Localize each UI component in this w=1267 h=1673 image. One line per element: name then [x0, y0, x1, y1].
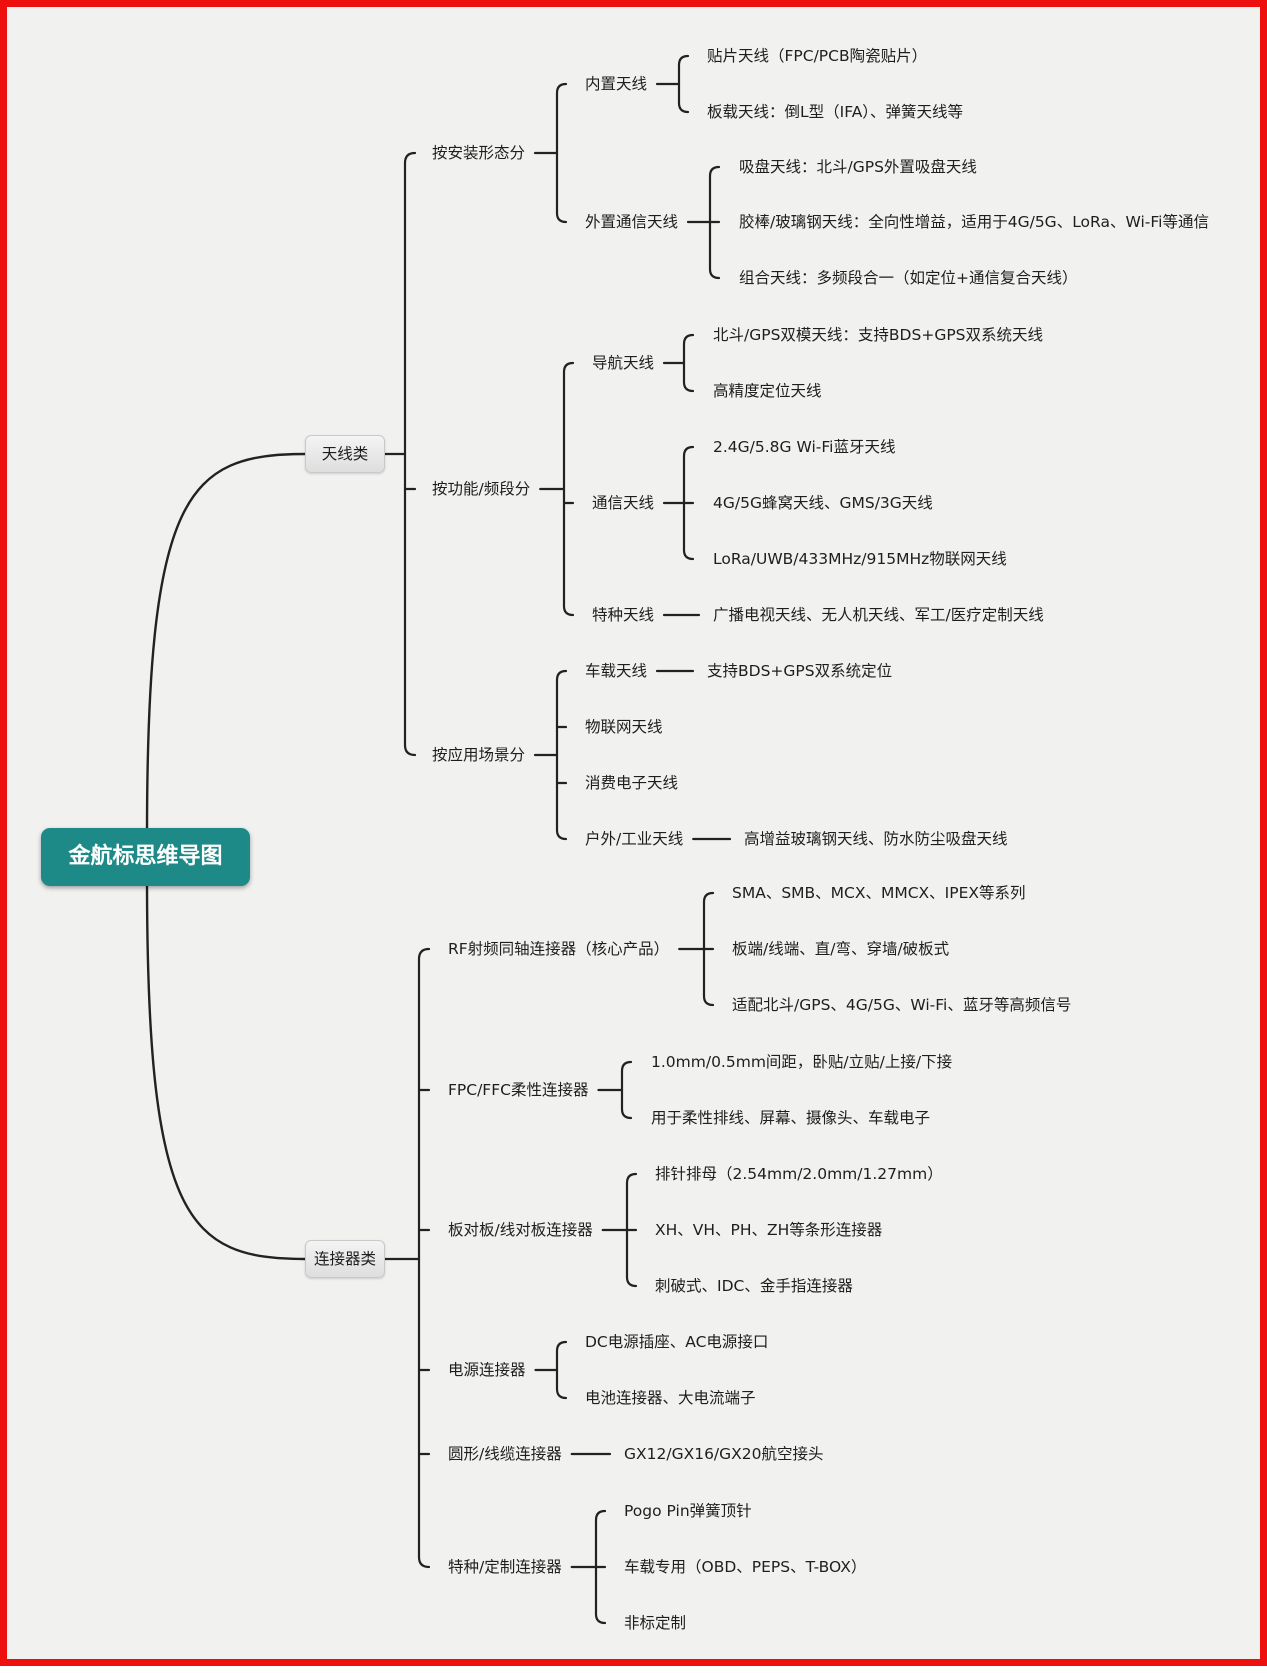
item-1-2-1[interactable]: XH、VH、PH、ZH等条形连接器: [655, 1221, 883, 1239]
detail-0-1-0-1[interactable]: 高精度定位天线: [713, 382, 822, 400]
sub-0-1-0-bracket: [682, 333, 695, 393]
item-1-5-2[interactable]: 非标定制: [624, 1614, 687, 1632]
item-1-4-0[interactable]: GX12/GX16/GX20航空接头: [624, 1445, 824, 1463]
item-0-2-0[interactable]: 车载天线: [585, 662, 648, 680]
detail-0-0-1-1[interactable]: 胶棒/玻璃钢天线：全向性增益，适用于4G/5G、LoRa、Wi-Fi等通信: [739, 213, 1209, 231]
branch-trunk-1: [417, 947, 431, 1569]
item-0-0-0[interactable]: 内置天线: [585, 75, 648, 93]
item-0-1-0[interactable]: 导航天线: [592, 354, 655, 372]
mindmap-canvas: 金航标思维导图 天线类 按安装形态分 内置天线 贴片天线（FPC/PCB陶瓷贴片） 板载…: [7, 7, 1267, 1673]
cat-1-3-bracket: [555, 1340, 568, 1400]
detail-0-1-2-0[interactable]: 广播电视天线、无人机天线、军工/医疗定制天线: [713, 606, 1044, 624]
detail-0-0-0-1[interactable]: 板载天线：倒L型（IFA）、弹簧天线等: [707, 103, 964, 121]
connector-lines: [145, 54, 732, 1625]
detail-0-1-1-0[interactable]: 2.4G/5.8G Wi-Fi蓝牙天线: [713, 438, 896, 456]
root-link-0: [145, 452, 307, 837]
category-1-1[interactable]: FPC/FFC柔性连接器: [448, 1081, 589, 1099]
detail-0-0-1-2[interactable]: 组合天线：多频段合一（如定位+通信复合天线）: [739, 269, 1078, 287]
item-1-5-1[interactable]: 车载专用（OBD、PEPS、T-BOX）: [624, 1558, 867, 1576]
category-0-1[interactable]: 按功能/频段分: [432, 480, 531, 498]
item-1-1-0[interactable]: 1.0mm/0.5mm间距，卧贴/立贴/上接/下接: [651, 1053, 953, 1071]
item-1-2-0[interactable]: 排针排母（2.54mm/2.0mm/1.27mm）: [655, 1165, 943, 1183]
detail-0-1-0-0[interactable]: 北斗/GPS双模天线：支持BDS+GPS双系统天线: [713, 326, 1044, 344]
item-1-1-1[interactable]: 用于柔性排线、屏幕、摄像头、车载电子: [651, 1109, 931, 1127]
item-1-0-2[interactable]: 适配北斗/GPS、4G/5G、Wi-Fi、蓝牙等高频信号: [732, 996, 1072, 1014]
detail-0-2-3-0[interactable]: 高增益玻璃钢天线、防水防尘吸盘天线: [744, 830, 1008, 848]
cat-0-1-bracket: [562, 361, 575, 617]
category-0-0[interactable]: 按安装形态分: [432, 144, 526, 162]
item-0-0-1[interactable]: 外置通信天线: [585, 213, 679, 231]
detail-0-1-1-2[interactable]: LoRa/UWB/433MHz/915MHz物联网天线: [713, 550, 1007, 568]
item-1-0-1[interactable]: 板端/线端、直/弯、穿墙/破板式: [732, 940, 950, 958]
category-1-5[interactable]: 特种/定制连接器: [448, 1558, 562, 1576]
category-1-4[interactable]: 圆形/线缆连接器: [448, 1445, 562, 1463]
cat-1-1-bracket: [620, 1060, 633, 1120]
category-1-2[interactable]: 板对板/线对板连接器: [448, 1221, 593, 1239]
item-1-2-2[interactable]: 刺破式、IDC、金手指连接器: [655, 1277, 853, 1295]
cat-0-2-bracket: [555, 669, 568, 841]
item-0-1-2[interactable]: 特种天线: [592, 606, 655, 624]
item-1-5-0[interactable]: Pogo Pin弹簧顶针: [624, 1502, 752, 1520]
category-1-0[interactable]: RF射频同轴连接器（核心产品）: [448, 940, 670, 958]
item-1-3-0[interactable]: DC电源插座、AC电源接口: [585, 1333, 769, 1351]
item-0-2-1[interactable]: 物联网天线: [585, 718, 663, 736]
root-node[interactable]: 金航标思维导图: [41, 828, 250, 886]
detail-0-1-1-1[interactable]: 4G/5G蜂窝天线、GMS/3G天线: [713, 494, 933, 512]
detail-0-2-0-0[interactable]: 支持BDS+GPS双系统定位: [707, 662, 893, 680]
sub-0-0-0-bracket: [677, 54, 690, 114]
item-1-0-0[interactable]: SMA、SMB、MCX、MMCX、IPEX等系列: [732, 884, 1026, 902]
detail-0-0-0-0[interactable]: 贴片天线（FPC/PCB陶瓷贴片）: [707, 47, 928, 65]
item-1-3-1[interactable]: 电池连接器、大电流端子: [585, 1389, 756, 1407]
category-0-2[interactable]: 按应用场景分: [432, 746, 526, 764]
branch-node-antennas[interactable]: 天线类: [305, 435, 385, 473]
root-link-1: [145, 877, 307, 1261]
cat-0-0-bracket: [555, 82, 568, 224]
item-0-2-2[interactable]: 消费电子天线: [585, 774, 679, 792]
item-0-2-3[interactable]: 户外/工业天线: [585, 830, 684, 848]
category-1-3[interactable]: 电源连接器: [448, 1361, 526, 1379]
detail-0-0-1-0[interactable]: 吸盘天线：北斗/GPS外置吸盘天线: [739, 158, 977, 176]
item-0-1-1[interactable]: 通信天线: [592, 494, 655, 512]
branch-trunk-0: [403, 151, 417, 757]
branch-node-connectors[interactable]: 连接器类: [305, 1240, 385, 1278]
